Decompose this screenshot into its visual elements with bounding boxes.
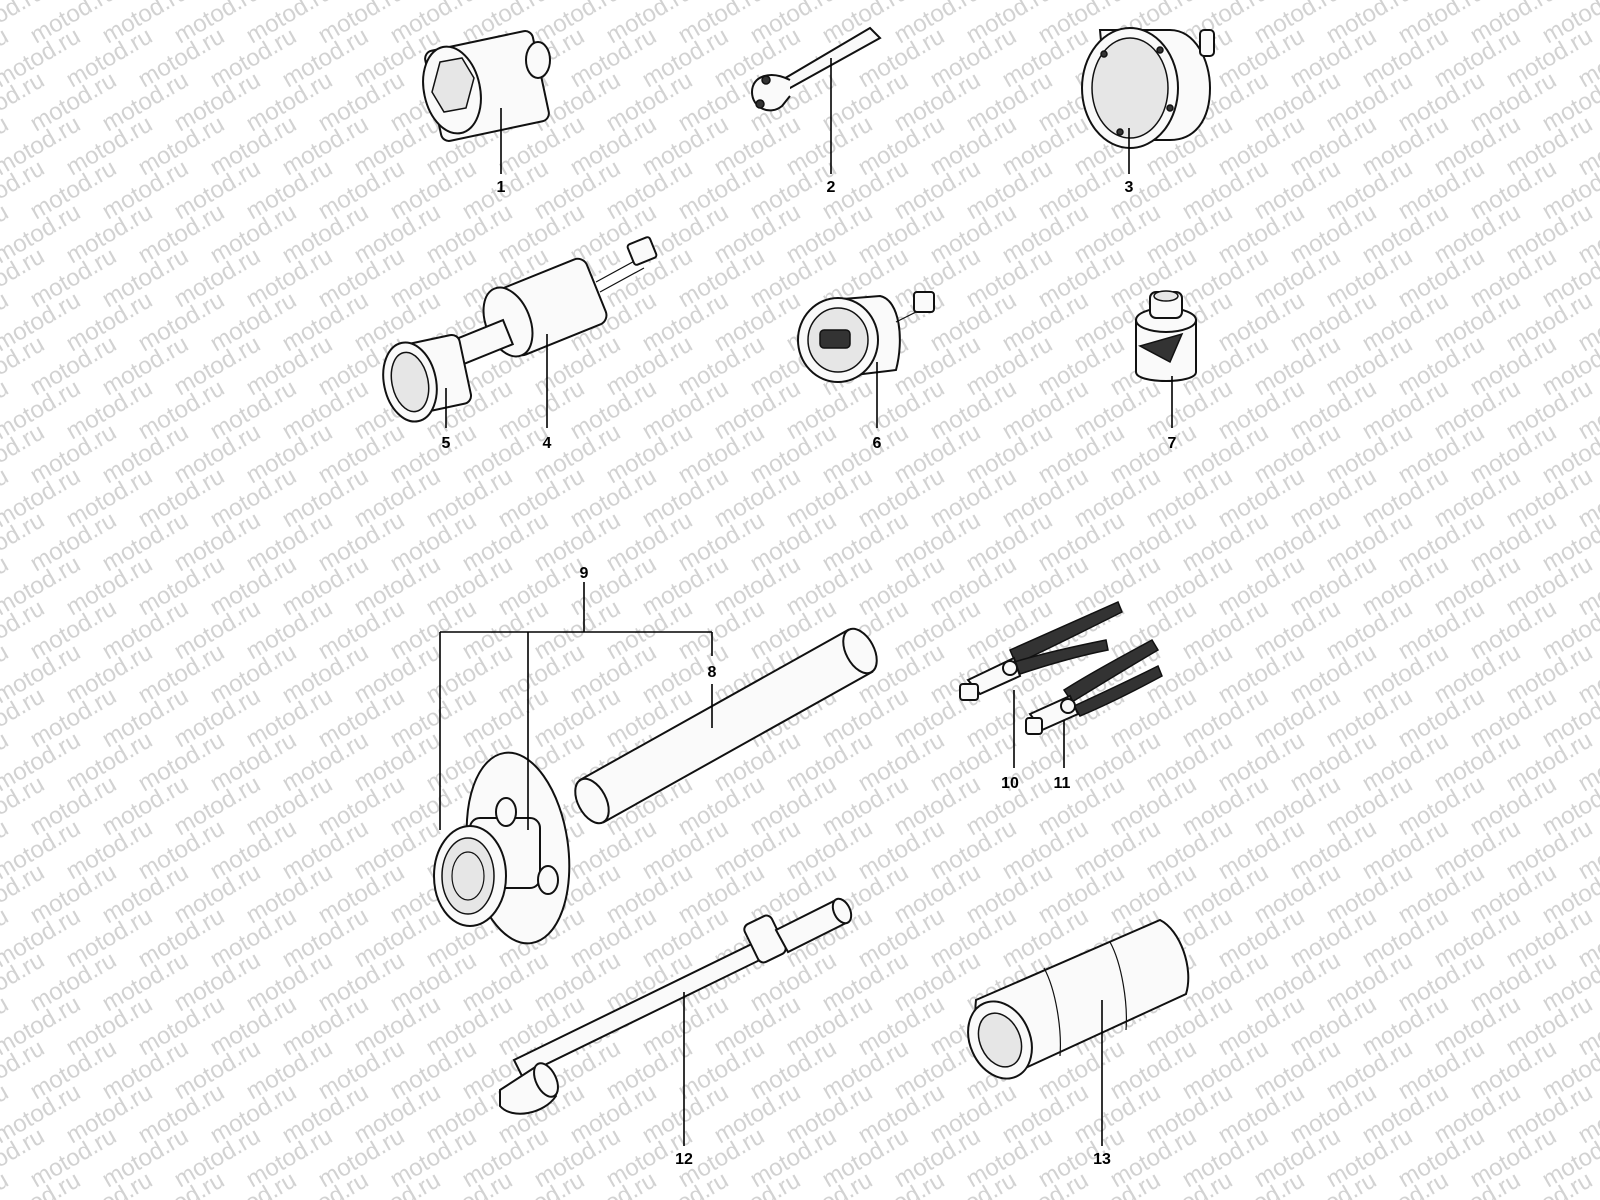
part-3-puller-ring <box>1081 27 1215 149</box>
callout-6: 6 <box>873 435 882 452</box>
watermark-text: motod.ru <box>1574 0 1600 5</box>
callout-12: 12 <box>675 1151 693 1168</box>
callout-2: 2 <box>827 179 836 196</box>
callout-4: 4 <box>543 435 552 452</box>
callout-8: 8 <box>708 664 717 681</box>
callout-10: 10 <box>1001 775 1019 792</box>
watermark-text: motod.ru <box>0 1166 13 1200</box>
callout-9: 9 <box>580 565 589 582</box>
callout-5: 5 <box>442 435 451 452</box>
callout-3: 3 <box>1125 179 1134 196</box>
callout-7: 7 <box>1168 435 1177 452</box>
callout-13: 13 <box>1093 1151 1111 1168</box>
callout-11: 11 <box>1054 775 1071 792</box>
callout-1: 1 <box>497 179 506 196</box>
